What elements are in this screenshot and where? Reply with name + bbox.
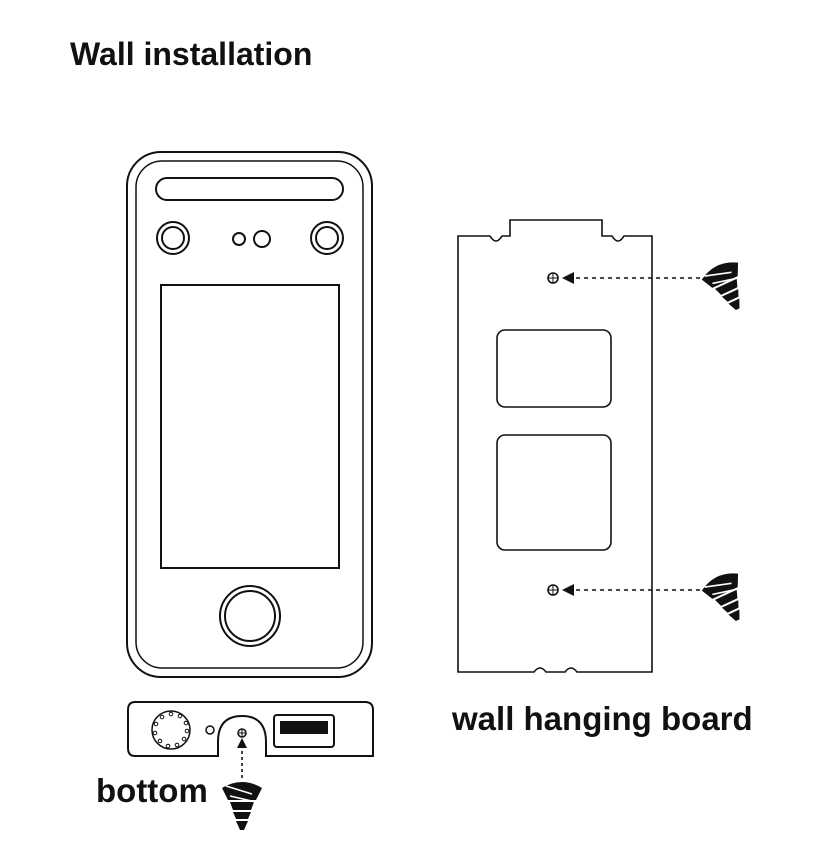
board-hole-bottom-icon	[547, 584, 559, 596]
bottom-housing	[127, 701, 374, 757]
usb-port-icon	[273, 714, 335, 748]
device-inner-frame	[135, 160, 364, 669]
board-arrow-top-icon	[562, 272, 700, 284]
board-hole-top-icon	[547, 272, 559, 284]
device-outer-frame	[126, 151, 373, 678]
board-cutout-top	[496, 329, 612, 408]
screw-bottom-icon	[698, 567, 757, 630]
board-cutout-bottom	[496, 434, 612, 551]
light-bar	[155, 177, 344, 201]
screw-icon	[221, 781, 263, 831]
display-screen	[160, 284, 340, 569]
camera-left-icon	[156, 221, 190, 255]
device-front	[126, 151, 373, 678]
page-title: Wall installation	[70, 36, 313, 72]
device-bottom-view	[127, 701, 374, 757]
fingerprint-button-icon	[219, 585, 281, 647]
screw-top-icon	[698, 256, 757, 319]
board-arrow-bottom-icon	[562, 584, 700, 596]
board-label: wall hanging board	[452, 700, 753, 737]
wall-hanging-board	[457, 219, 653, 673]
board-outline	[457, 219, 653, 673]
bottom-label: bottom	[96, 772, 208, 809]
sensor-icon	[253, 230, 271, 248]
bottom-arrow-icon	[237, 738, 247, 778]
camera-right-icon	[310, 221, 344, 255]
screw-hole-icon	[237, 728, 247, 738]
sensor-small-icon	[232, 232, 246, 246]
indicator-hole-icon	[205, 725, 215, 735]
speaker-icon	[151, 710, 191, 750]
